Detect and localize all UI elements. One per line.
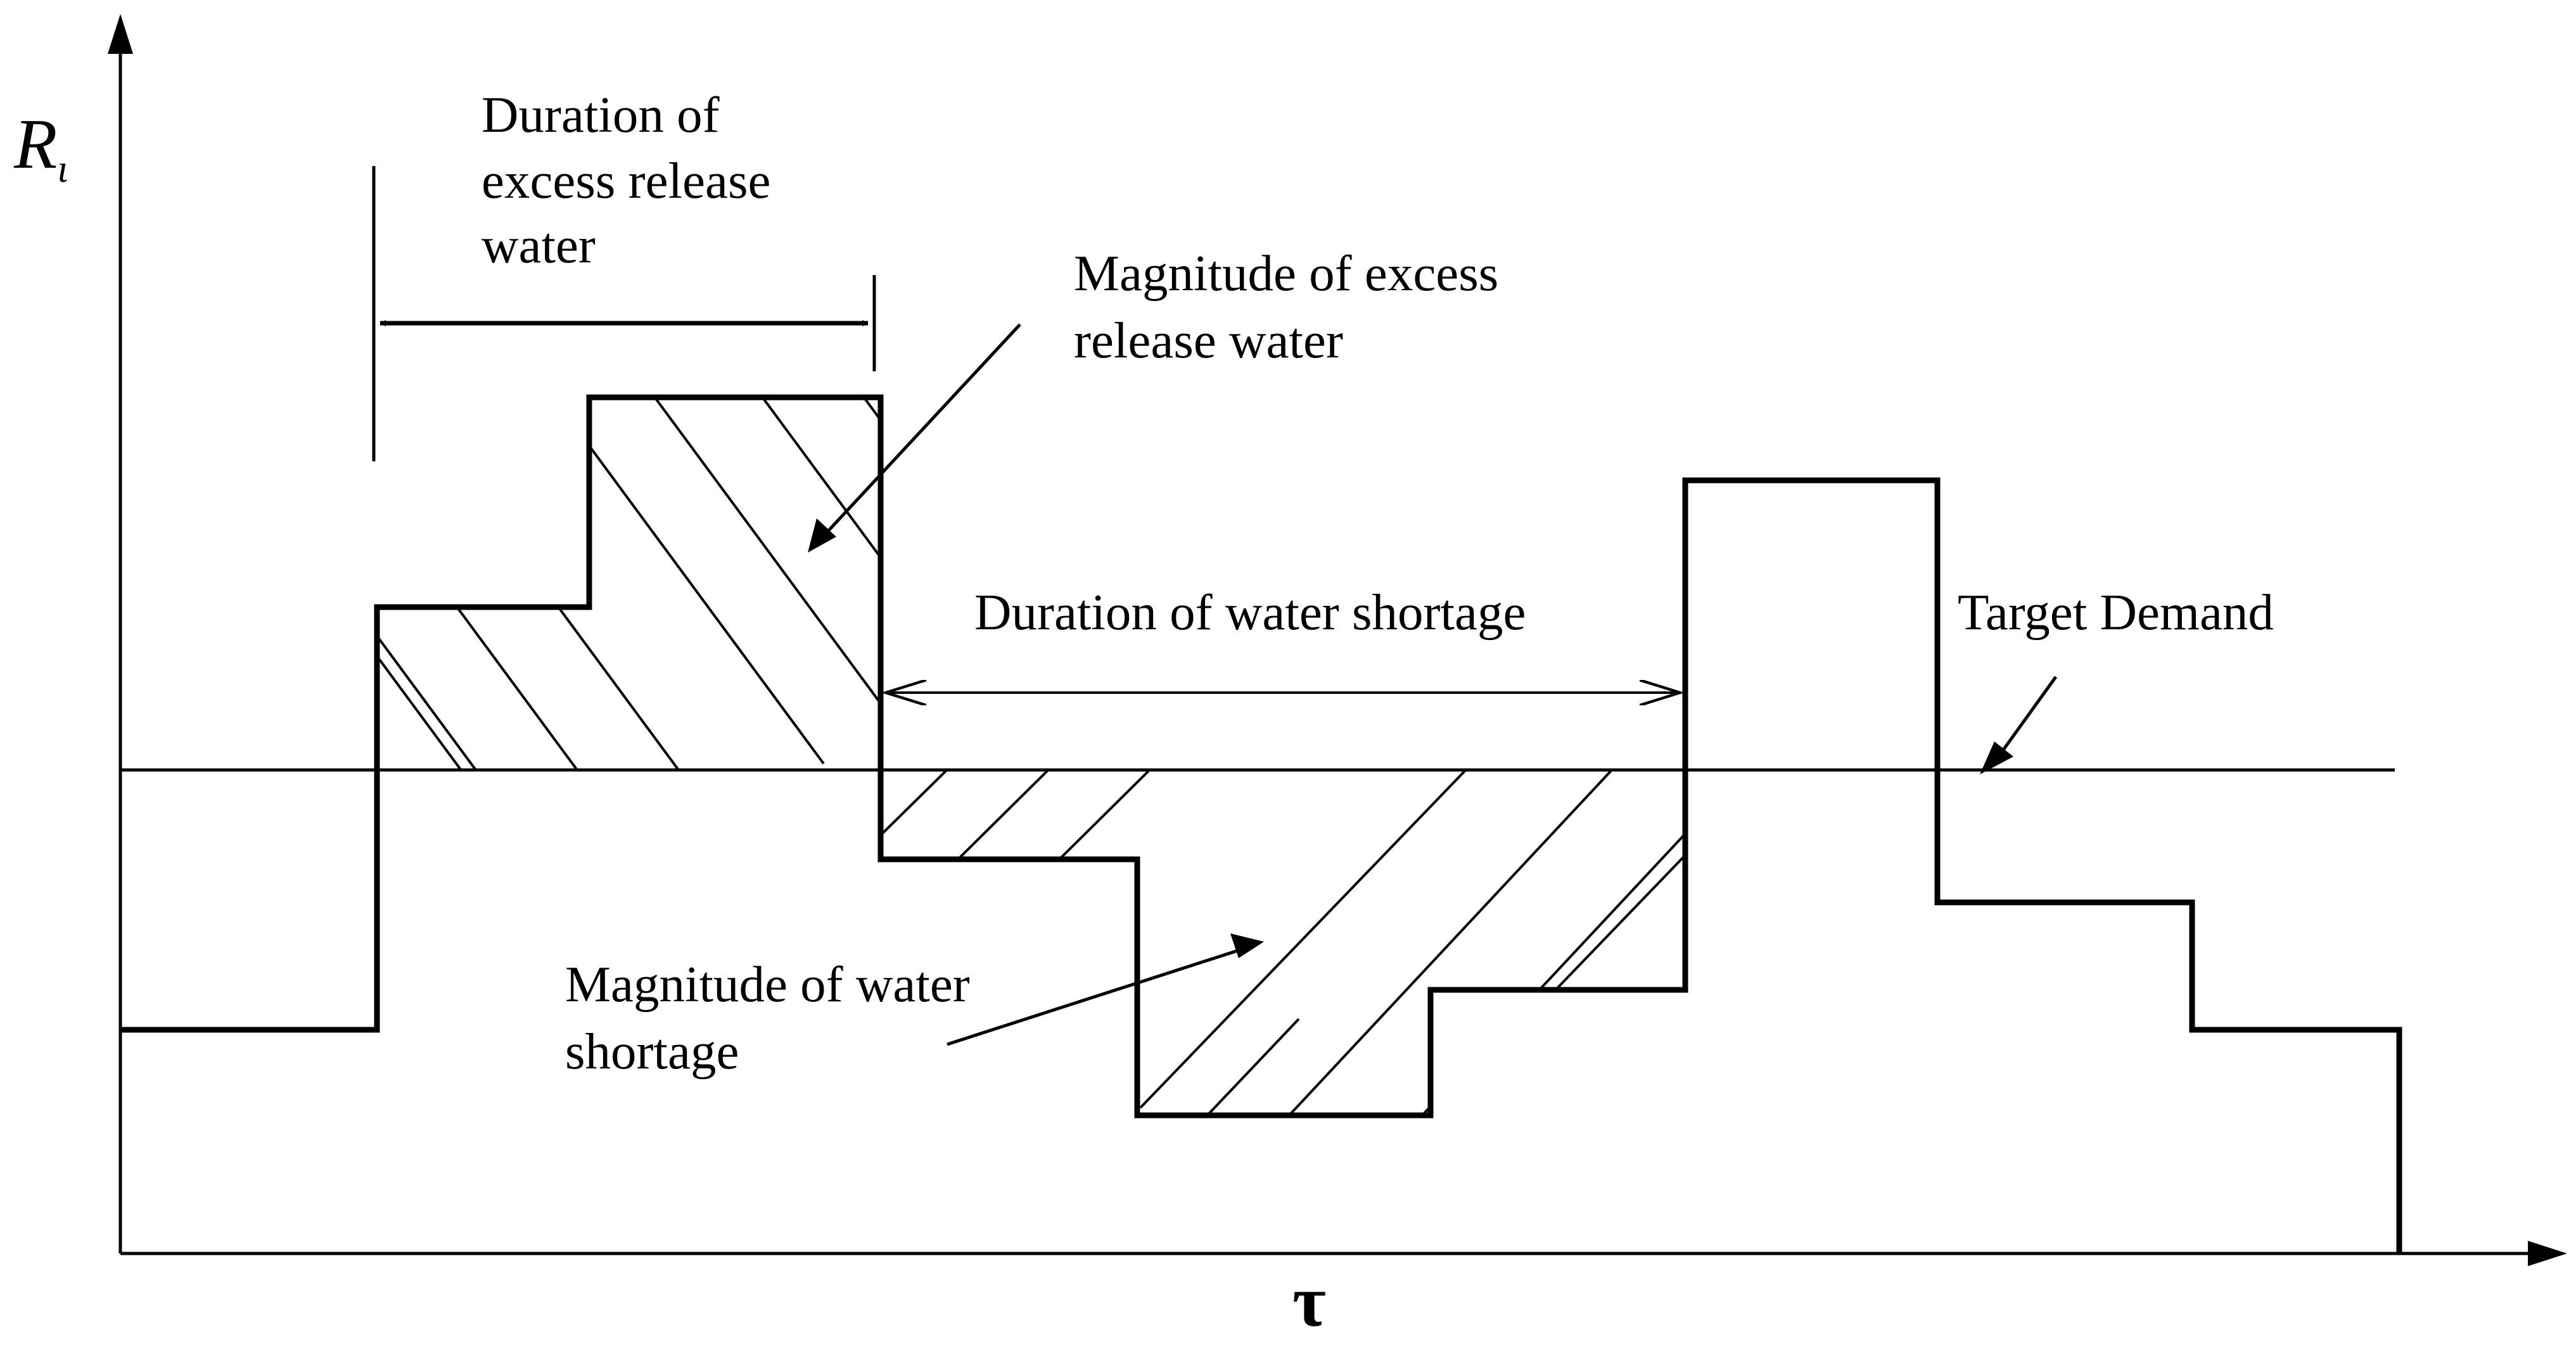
label-magnitude-excess-line-1: Magnitude of excess: [1074, 245, 1498, 302]
label-magnitude-shortage: Magnitude of water shortage: [565, 956, 983, 1080]
y-axis-label: Rι: [13, 105, 68, 191]
label-duration-excess-line-2: excess release: [481, 152, 770, 209]
label-duration-shortage: Duration of water shortage: [974, 584, 1526, 641]
label-magnitude-excess: Magnitude of excess release water: [1074, 245, 1512, 369]
release-step-line: [120, 394, 2402, 1253]
label-duration-excess: Duration of excess release water: [481, 86, 784, 274]
target-demand-arrowhead: [1980, 741, 2013, 774]
label-duration-excess-line-3: water: [481, 217, 596, 274]
y-axis-arrowhead: [108, 14, 133, 54]
magnitude-excess-arrowhead: [808, 518, 836, 553]
x-axis-label: τ: [1292, 1261, 1326, 1342]
label-target-demand: Target Demand: [1958, 584, 2274, 641]
y-axis-label-subscript: ι: [57, 148, 68, 191]
x-axis-arrowhead: [2528, 1241, 2567, 1266]
magnitude-shortage-arrowhead: [1230, 933, 1264, 958]
water-shortage-hatching: [881, 770, 1685, 1115]
excess-duration-bracket: [372, 166, 876, 461]
magnitude-excess-pointer: [811, 323, 1021, 549]
axes: [108, 14, 2567, 1266]
target-demand-pointer: [1994, 676, 2058, 762]
label-duration-excess-line-1: Duration of: [481, 86, 720, 143]
label-magnitude-excess-line-2: release water: [1074, 312, 1343, 369]
magnitude-shortage-pointer: [947, 947, 1242, 1046]
label-magnitude-shortage-line-1: Magnitude of water: [565, 956, 970, 1013]
label-magnitude-shortage-line-2: shortage: [565, 1023, 739, 1080]
